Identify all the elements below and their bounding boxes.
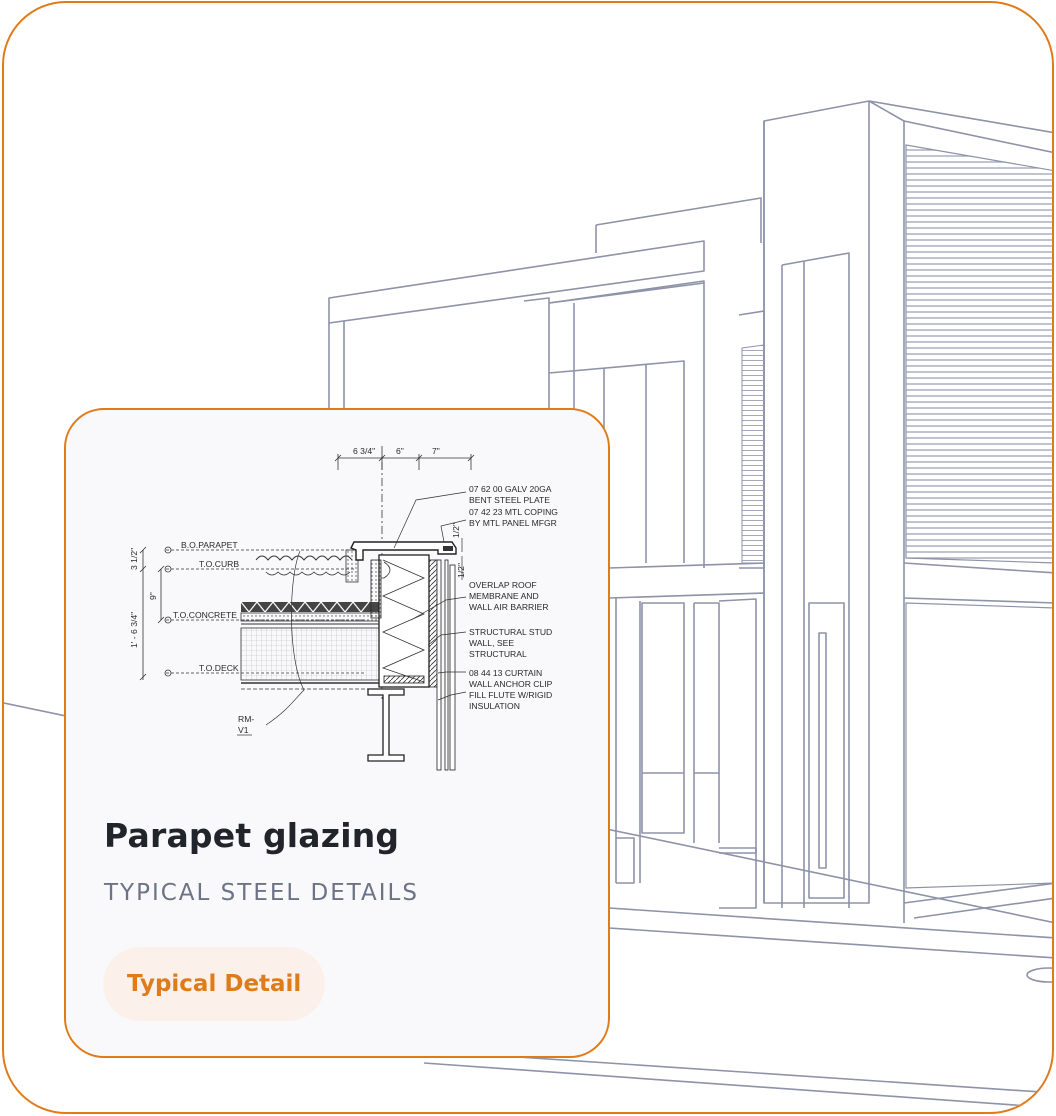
card-subtitle: TYPICAL STEEL DETAILS xyxy=(104,880,419,906)
note-coping-line-2: BY MTL PANEL MFGR xyxy=(469,518,557,528)
detail-card[interactable]: 6 3/4" 6" 7" B.O.PARAPET xyxy=(64,408,610,1058)
dim-top-2: 6" xyxy=(396,446,404,456)
note-overlap-line-3: WALL AIR BARRIER xyxy=(469,602,549,612)
level-to-deck: T.O.DECK xyxy=(199,663,239,673)
tag-rm-line-2: V1 xyxy=(238,725,249,735)
note-coping-line-1: 07 42 23 MTL COPING xyxy=(469,507,558,517)
dim-left-3: 1' - 6 3/4" xyxy=(129,612,139,648)
parapet-section-drawing: 6 3/4" 6" 7" B.O.PARAPET xyxy=(129,446,558,771)
typical-detail-badge[interactable]: Typical Detail xyxy=(103,947,326,1021)
level-bo-parapet: B.O.PARAPET xyxy=(181,540,238,550)
note-stud-line-3: STRUCTURAL xyxy=(469,649,527,659)
card-title: Parapet glazing xyxy=(104,816,400,855)
note-galv-line-1: 07 62 00 GALV 20GA xyxy=(469,484,552,494)
dim-left-1: 3 1/2" xyxy=(129,548,139,570)
dim-top-3: 7" xyxy=(432,446,440,456)
note-overlap-line-2: MEMBRANE AND xyxy=(469,591,539,601)
dim-coping-height: 1/2" xyxy=(451,523,461,538)
note-galv-line-2: BENT STEEL PLATE xyxy=(469,495,550,505)
note-stud-line-1: STRUCTURAL STUD xyxy=(469,627,552,637)
note-overlap-line-1: OVERLAP ROOF xyxy=(469,580,537,590)
level-to-concrete: T.O.CONCRETE xyxy=(173,610,237,620)
note-anchor-line-2: WALL ANCHOR CLIP xyxy=(469,679,553,689)
tag-rm-line-1: RM- xyxy=(238,714,254,724)
note-anchor-line-1: 08 44 13 CURTAIN xyxy=(469,668,542,678)
dim-coping-gap: 1/2" xyxy=(456,563,466,578)
level-to-curb: T.O.CURB xyxy=(199,559,239,569)
note-fill-line-2: INSULATION xyxy=(469,701,520,711)
dim-top-1: 6 3/4" xyxy=(353,446,375,456)
note-fill-line-1: FILL FLUTE W/RIGID xyxy=(469,690,552,700)
dim-left-2: 9" xyxy=(148,592,158,600)
note-stud-line-2: WALL, SEE xyxy=(469,638,514,648)
detail-notes: 07 62 00 GALV 20GA BENT STEEL PLATE 07 4… xyxy=(469,484,558,711)
building-sketch xyxy=(4,100,1052,1109)
